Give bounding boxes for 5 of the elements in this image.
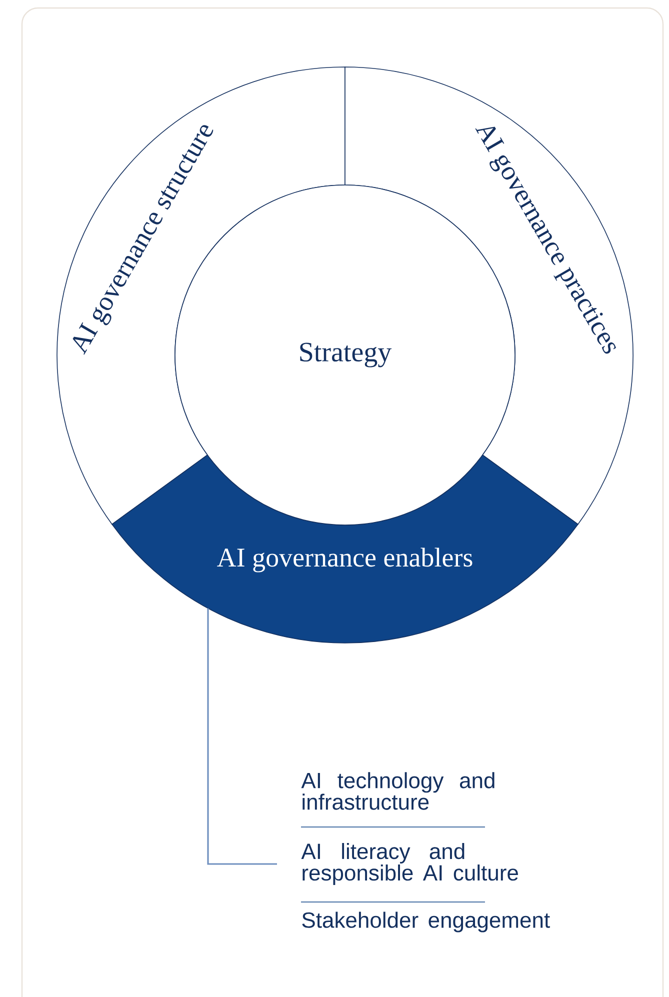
list-item: Stakeholder engagement <box>302 912 550 932</box>
ring-segment: AI governance enablers <box>112 454 578 644</box>
leader-line <box>207 608 277 865</box>
list-item: AI literacy and responsible AI culture <box>301 843 518 885</box>
list-item: AI technology and infrastructure <box>301 772 494 810</box>
